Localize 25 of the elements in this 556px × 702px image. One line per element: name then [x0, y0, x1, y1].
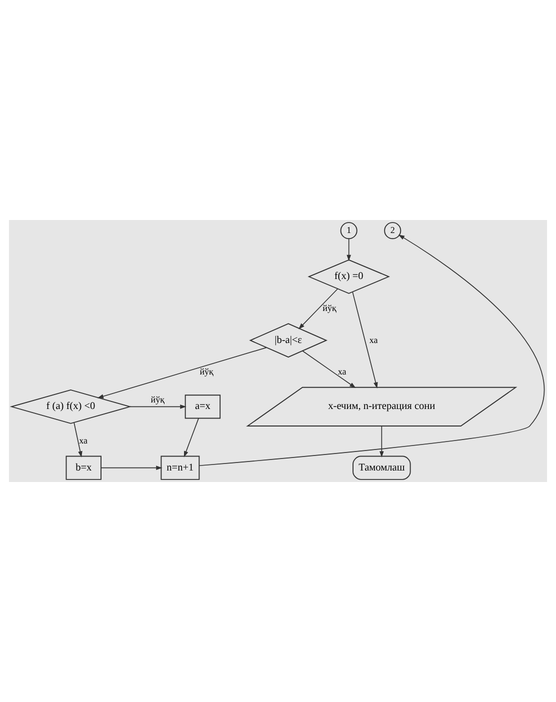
edge-label: ха [369, 334, 378, 345]
arrow [380, 426, 384, 458]
arrow [97, 347, 267, 398]
arrow [302, 350, 356, 388]
node-diamond: f(x) =0 [308, 259, 390, 294]
node-box: Тамомлаш [352, 456, 411, 480]
arrow [346, 238, 351, 262]
edge-label: ха [338, 366, 346, 377]
node-box: b=x [66, 456, 102, 480]
arrow [74, 422, 82, 458]
node-circle: 2 [384, 222, 402, 240]
arrow [100, 466, 162, 470]
arrow [184, 418, 199, 458]
edge-label: йўқ [322, 302, 336, 313]
arrow [298, 288, 338, 330]
arrow [198, 234, 545, 466]
edge-label: ха [79, 436, 88, 446]
arrow [352, 292, 378, 389]
arrow [130, 404, 186, 409]
edge-label: йўқ [150, 394, 164, 404]
node-box: n=n+1 [160, 456, 200, 480]
edge-label: йўқ [200, 366, 214, 377]
node-box: a=x [184, 394, 221, 419]
node-diamond: f (a) f(x) <0 [10, 389, 132, 424]
node-circle: 1 [340, 222, 358, 240]
